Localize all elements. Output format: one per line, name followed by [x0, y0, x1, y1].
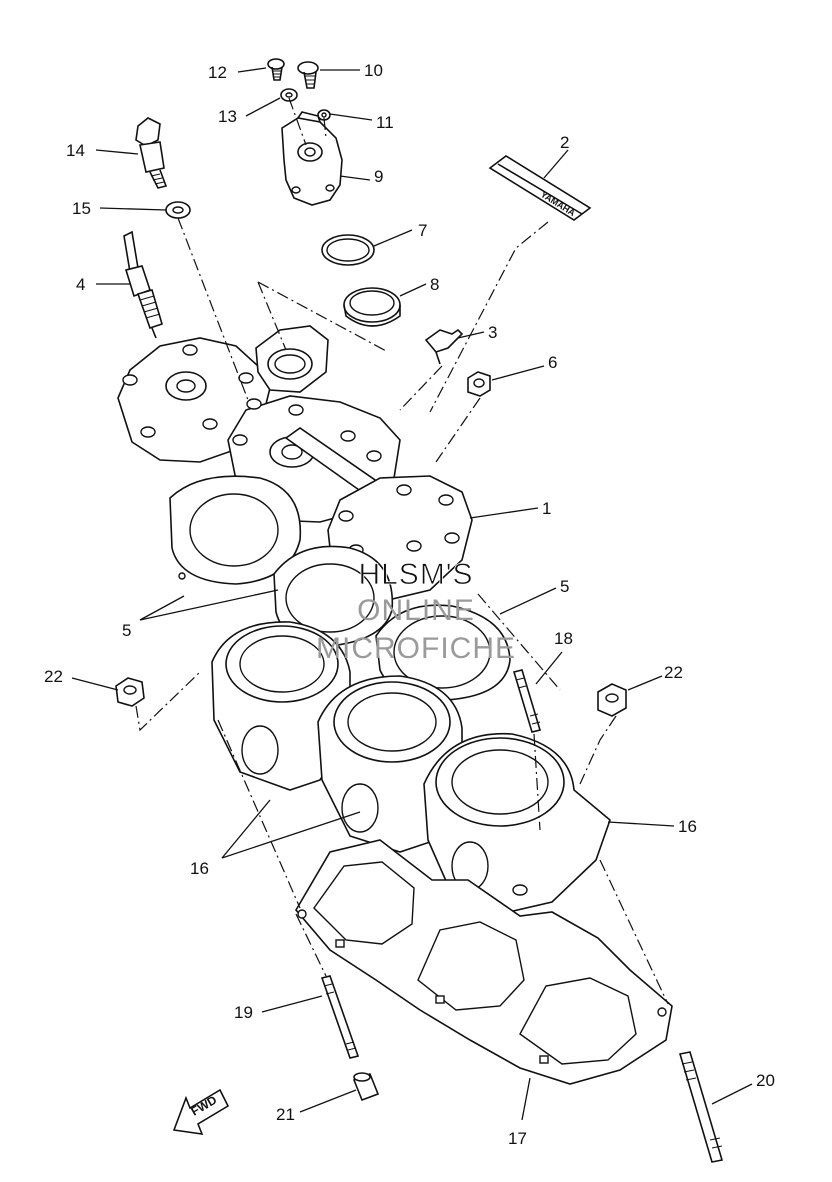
washer-11 [317, 109, 331, 121]
nut-6 [467, 371, 491, 397]
callout-5-right: 5 [560, 577, 569, 596]
callout-4: 4 [76, 275, 85, 294]
nut-22-right [597, 683, 627, 717]
callout-22-left: 22 [44, 667, 63, 686]
callout-8: 8 [430, 275, 439, 294]
o-ring-7 [321, 234, 375, 266]
callout-11: 11 [376, 113, 394, 132]
callout-9: 9 [374, 167, 383, 186]
callout-14: 14 [66, 141, 85, 160]
watermark-line-3: MICROFICHE [316, 632, 516, 665]
callout-22-right: 22 [664, 663, 683, 682]
callout-6: 6 [548, 353, 557, 372]
callout-10: 10 [364, 61, 383, 80]
leader-lines [71, 67, 753, 1121]
spark-plug-4 [123, 230, 163, 339]
thermostat-cover-9 [281, 97, 343, 206]
label-sticker-2: YAMAHA [488, 155, 592, 221]
callout-20: 20 [756, 1071, 775, 1090]
head-gasket-5 [169, 475, 511, 701]
callout-16-left: 16 [190, 859, 209, 878]
bolt-12 [267, 58, 285, 81]
callout-1: 1 [542, 499, 551, 518]
callout-15: 15 [72, 199, 91, 218]
thermo-sensor-14 [135, 117, 168, 189]
callout-19: 19 [234, 1003, 253, 1022]
washer-13 [280, 88, 298, 102]
watermark-line-2: ONLINE [357, 594, 475, 627]
callout-17: 17 [508, 1129, 527, 1148]
fitting-3 [424, 328, 464, 365]
nut-22-left [115, 677, 145, 707]
base-gasket-17 [295, 839, 673, 1085]
callout-16-right: 16 [678, 817, 697, 836]
assembly-lines [135, 217, 669, 1005]
callout-3: 3 [488, 323, 497, 342]
watermark-line-1: HLSM'S [358, 558, 473, 591]
callout-18: 18 [554, 629, 573, 648]
callout-7: 7 [418, 221, 427, 240]
callout-12: 12 [208, 63, 227, 82]
seal-8 [343, 287, 401, 327]
bolt-10 [297, 61, 319, 89]
stud-18 [512, 669, 542, 733]
watermark: HLSM'S ONLINE MICROFICHE [316, 558, 516, 665]
callout-13: 13 [218, 107, 237, 126]
callout-5-left: 5 [122, 621, 131, 640]
stud-19 [320, 975, 360, 1059]
washer-15 [165, 201, 191, 219]
callout-2: 2 [560, 133, 569, 152]
stud-20 [678, 1051, 724, 1163]
dowel-21 [352, 1072, 380, 1102]
fwd-arrow-icon: FWD [172, 1088, 230, 1135]
callout-21: 21 [276, 1105, 295, 1124]
callouts: 12 10 13 11 2 14 9 15 7 4 8 3 6 1 5 5 18… [44, 61, 775, 1148]
cylinder-block-16 [211, 621, 611, 915]
